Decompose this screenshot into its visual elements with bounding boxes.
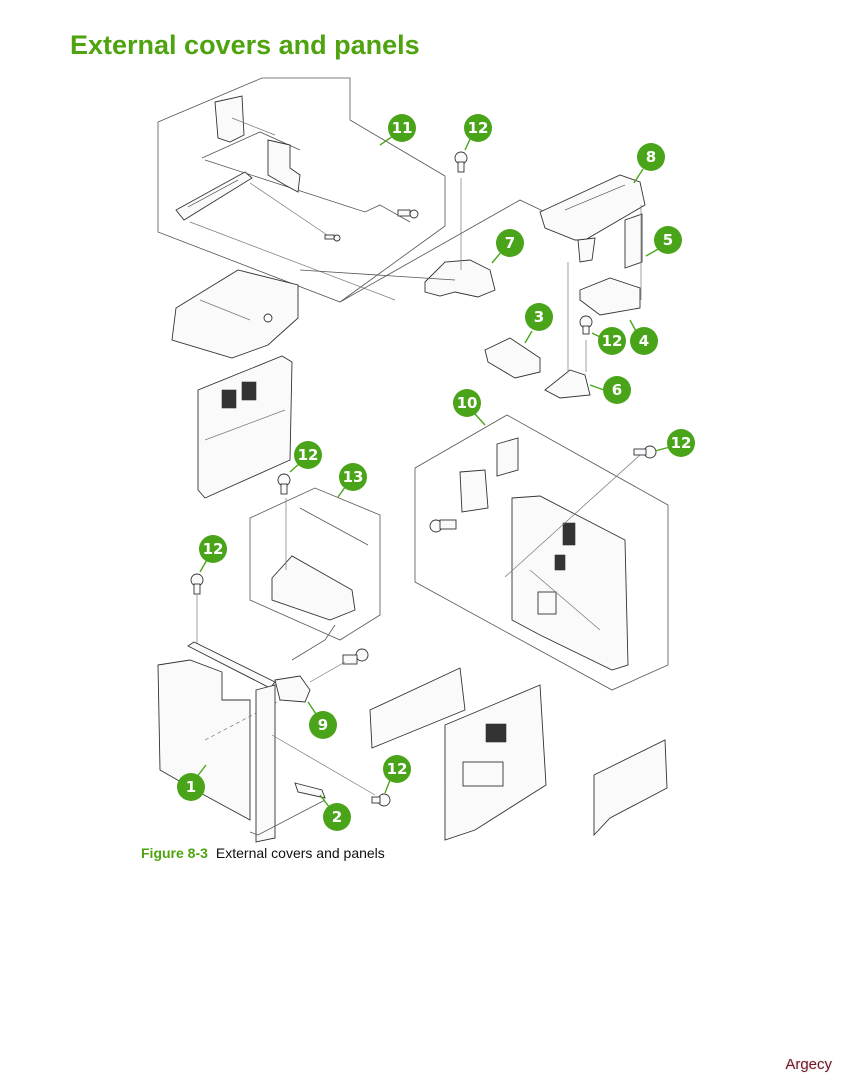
part-6-lever bbox=[544, 262, 591, 399]
svg-text:12: 12 bbox=[203, 540, 224, 558]
svg-text:12: 12 bbox=[468, 119, 489, 137]
svg-text:1: 1 bbox=[186, 778, 196, 796]
part-bracket bbox=[267, 139, 301, 193]
svg-text:5: 5 bbox=[663, 231, 673, 249]
part-8-frame bbox=[539, 174, 646, 263]
part-9-latch bbox=[274, 624, 336, 703]
part-rear-door bbox=[444, 684, 547, 841]
callout-11: 11 bbox=[388, 114, 416, 142]
part-side-door bbox=[369, 667, 466, 749]
svg-text:11: 11 bbox=[392, 119, 413, 137]
screw-small-2 bbox=[324, 234, 341, 242]
screw-12-top bbox=[454, 151, 468, 173]
callout-12-bottom: 12 bbox=[383, 755, 411, 783]
part-top-strip bbox=[187, 641, 276, 689]
svg-text:8: 8 bbox=[646, 148, 656, 166]
part-top-cover bbox=[171, 269, 299, 359]
svg-text:12: 12 bbox=[602, 332, 623, 350]
callout-12-left: 12 bbox=[199, 535, 227, 563]
part-5-plate bbox=[624, 205, 643, 300]
screw-12-bottom bbox=[371, 793, 391, 807]
screw-12-right bbox=[633, 445, 657, 459]
callout-2: 2 bbox=[323, 803, 351, 831]
callout-3: 3 bbox=[525, 303, 553, 331]
callout-10: 10 bbox=[453, 389, 481, 417]
svg-text:3: 3 bbox=[534, 308, 544, 326]
figure-caption: Figure 8-3 External covers and panels bbox=[141, 845, 385, 861]
part-3-tray bbox=[484, 337, 541, 379]
part-13-assembly bbox=[271, 498, 356, 621]
screw-small-1 bbox=[397, 209, 419, 219]
figure-label: Figure 8-3 bbox=[141, 845, 208, 861]
svg-text:10: 10 bbox=[457, 394, 478, 412]
screw-12-mid bbox=[579, 315, 593, 335]
callout-9: 9 bbox=[309, 711, 337, 739]
callout-12-top: 12 bbox=[464, 114, 492, 142]
svg-text:6: 6 bbox=[612, 381, 622, 399]
callout-8: 8 bbox=[637, 143, 665, 171]
callout-1: 1 bbox=[177, 773, 205, 801]
part-small-door bbox=[593, 739, 668, 837]
group-outline-11 bbox=[157, 77, 446, 303]
svg-text:12: 12 bbox=[387, 760, 408, 778]
callout-4: 4 bbox=[630, 327, 658, 355]
callout-12-13: 12 bbox=[294, 441, 322, 469]
part-rear-cover bbox=[511, 495, 629, 671]
callout-12-mid: 12 bbox=[598, 327, 626, 355]
svg-text:7: 7 bbox=[505, 234, 515, 252]
screw-12-13 bbox=[277, 473, 291, 495]
callout-7: 7 bbox=[496, 229, 524, 257]
svg-text:9: 9 bbox=[318, 716, 328, 734]
watermark: Argecy bbox=[785, 1056, 832, 1073]
callout-6: 6 bbox=[603, 376, 631, 404]
group-outline-13 bbox=[249, 487, 381, 641]
screw-12-left bbox=[190, 573, 204, 645]
part-10-bracket bbox=[459, 469, 489, 513]
part-4-base bbox=[579, 277, 641, 316]
svg-text:12: 12 bbox=[298, 446, 319, 464]
part-7-bracket bbox=[424, 178, 496, 298]
part-left-side-frame bbox=[197, 355, 293, 499]
screw-10 bbox=[429, 519, 457, 533]
svg-text:13: 13 bbox=[343, 468, 364, 486]
part-rack-rail bbox=[175, 171, 396, 301]
callout-12-right: 12 bbox=[667, 429, 695, 457]
part-rail-guide bbox=[214, 95, 276, 143]
part-2-clip bbox=[249, 782, 326, 836]
part-column bbox=[255, 684, 276, 843]
group-outline-10 bbox=[414, 414, 669, 691]
callout-5: 5 bbox=[654, 226, 682, 254]
svg-text:4: 4 bbox=[639, 332, 649, 350]
screw-9 bbox=[309, 648, 369, 683]
svg-text:12: 12 bbox=[671, 434, 692, 452]
callout-13: 13 bbox=[339, 463, 367, 491]
page-heading: External covers and panels bbox=[70, 30, 420, 60]
figure-caption-text: External covers and panels bbox=[215, 845, 385, 861]
svg-text:2: 2 bbox=[332, 808, 342, 826]
